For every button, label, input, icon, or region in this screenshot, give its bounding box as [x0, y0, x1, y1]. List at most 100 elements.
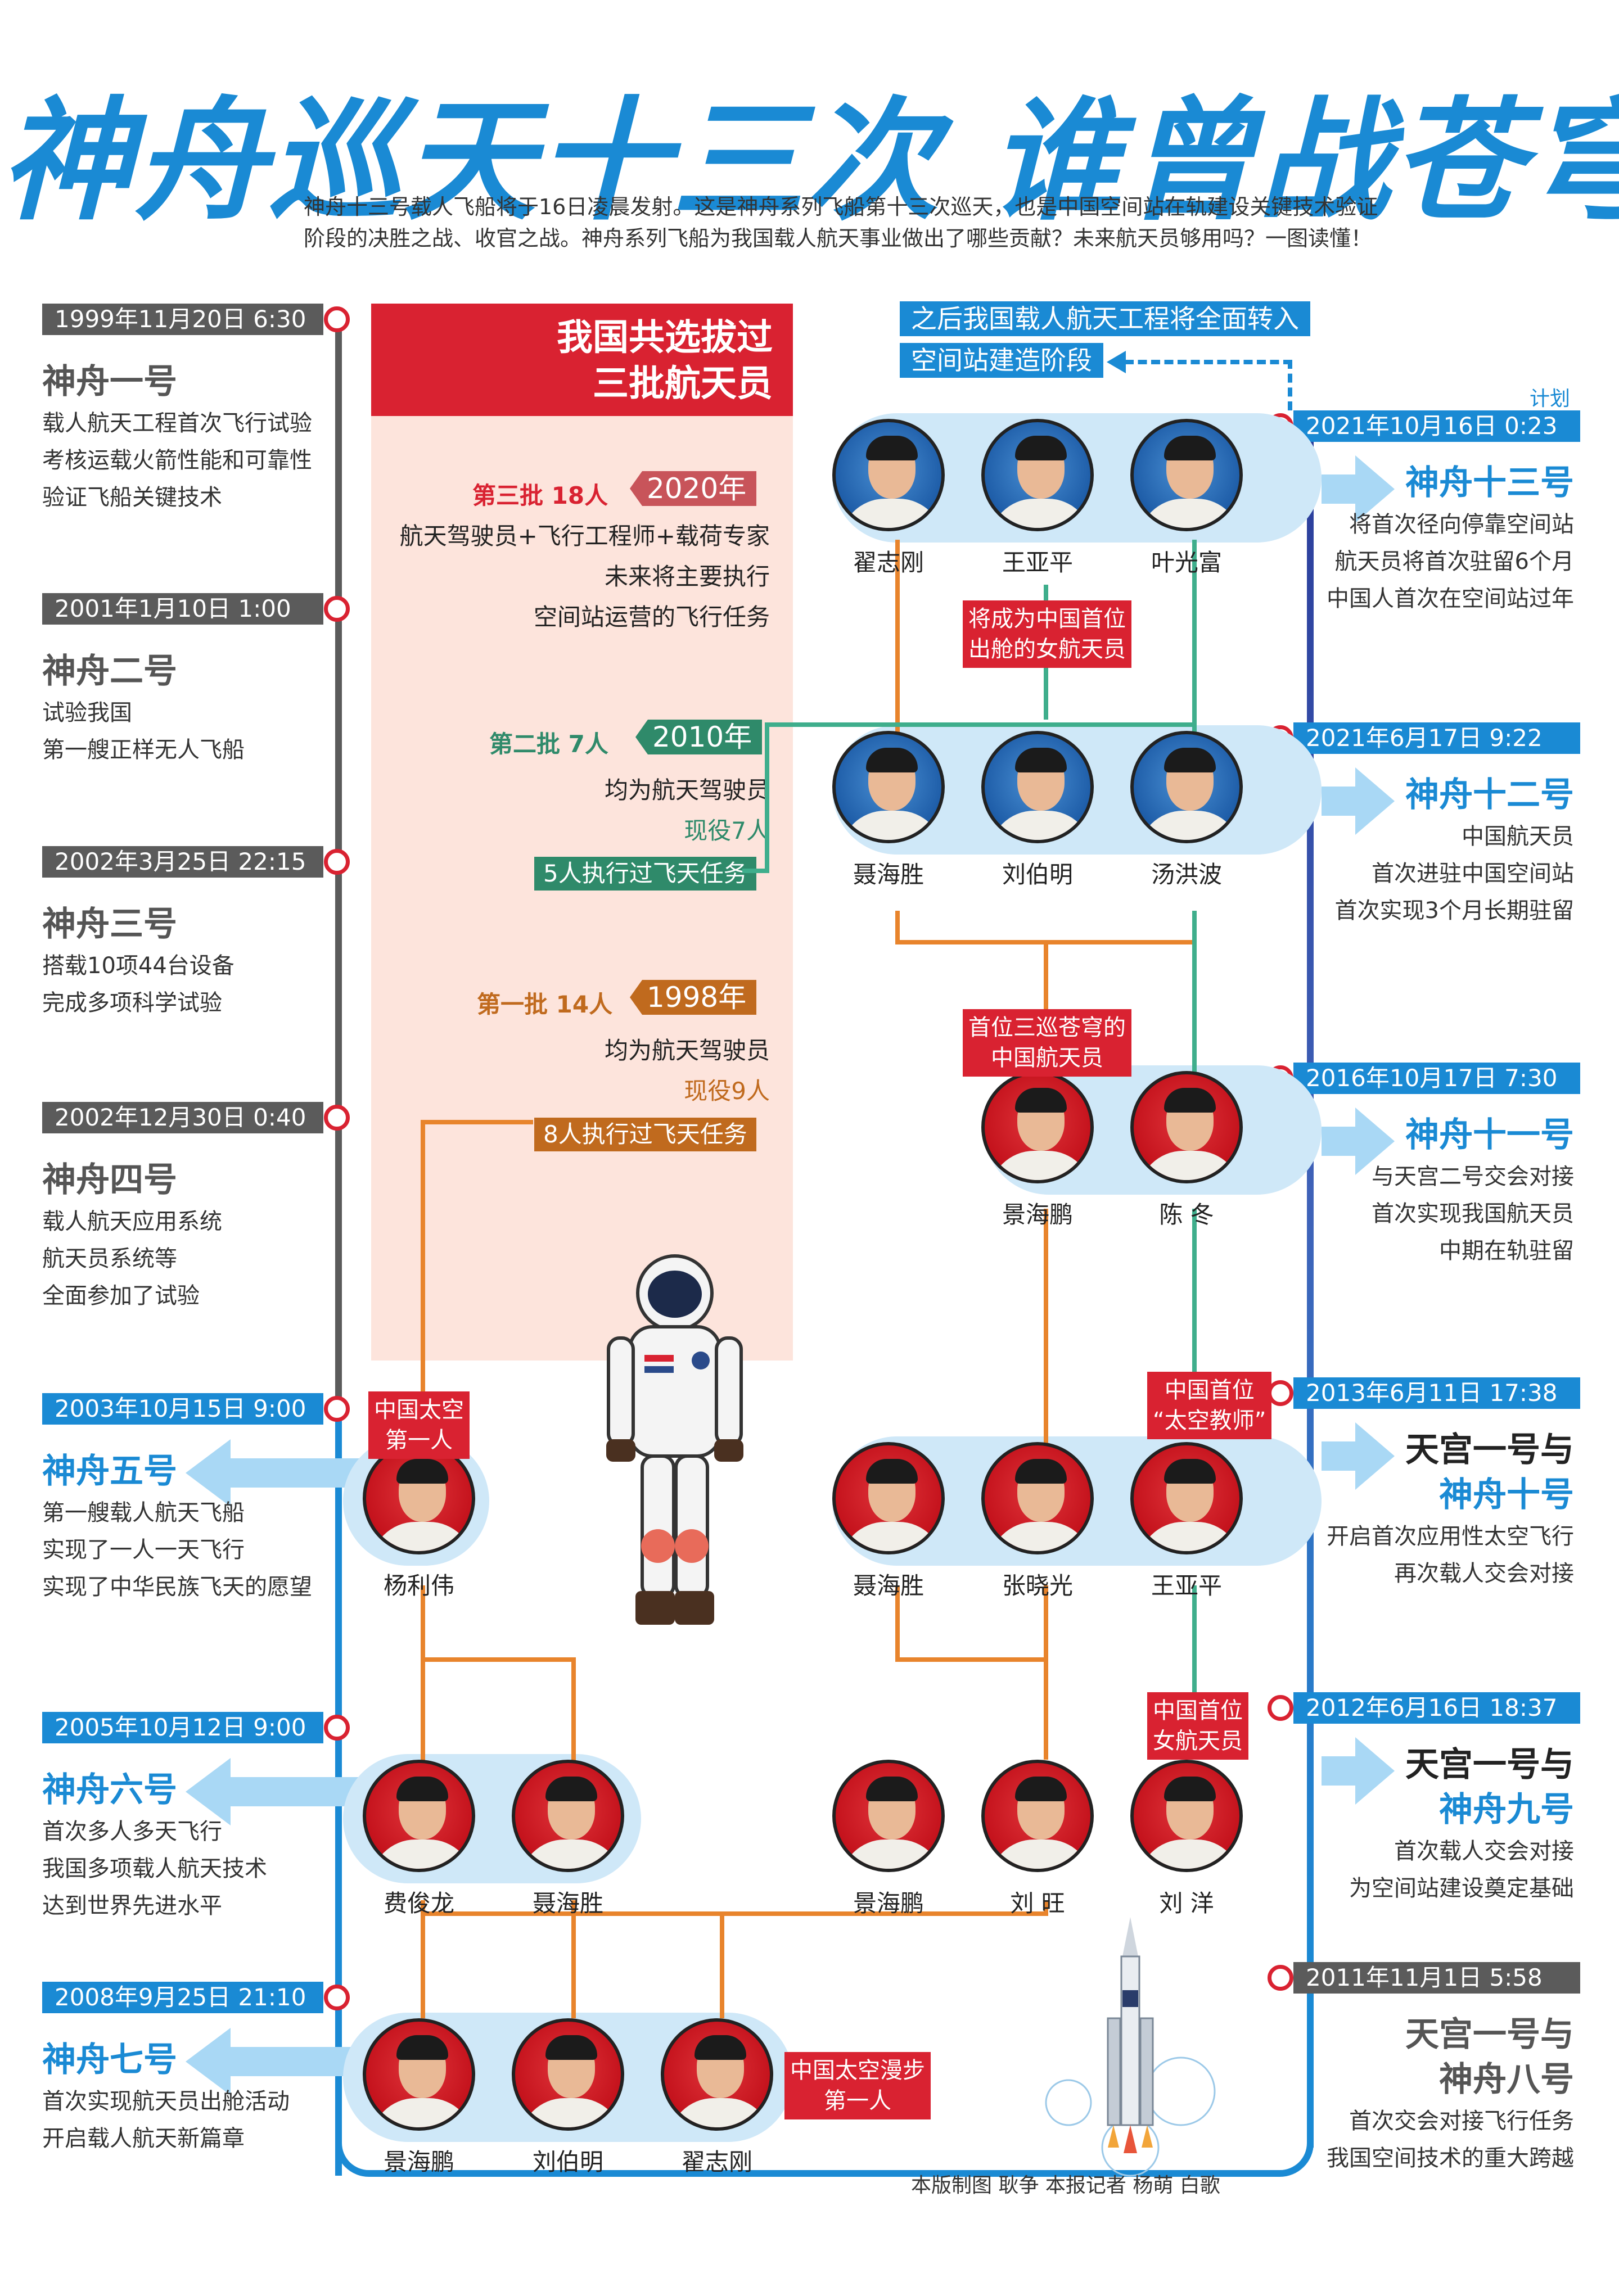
mission-desc-line: 首次多人多天飞行 — [42, 1819, 222, 1845]
astronaut-portrait — [832, 731, 945, 843]
mission-desc-line: 试验我国 — [42, 700, 132, 726]
mission-name-prefix: 天宫一号与 — [1405, 1745, 1574, 1784]
mission-desc: 中国航天员首次进驻中国空间站首次实现3个月长期驻留 — [1335, 818, 1574, 929]
mission-desc: 与天宫二号交会对接首次实现我国航天员中期在轨驻留 — [1372, 1158, 1574, 1269]
portrait-hair — [396, 1459, 448, 1484]
astronaut-name: 刘伯明 — [1002, 861, 1073, 888]
batch3-line: 空间站运营的飞行任务 — [533, 603, 770, 631]
batch2-label: 第二批 7人 — [489, 730, 608, 758]
portrait-suit — [1138, 499, 1239, 528]
astronaut-name: 景海鹏 — [383, 2148, 454, 2176]
connector-line — [421, 1900, 425, 2018]
astronaut-portrait — [363, 1760, 475, 1872]
callout-label: 将成为中国首位出舱的女航天员 — [963, 600, 1131, 668]
credit-line: 本版制图 耿争 本报记者 杨萌 白歌 — [911, 2174, 1220, 2197]
mission-desc-line: 第一艘载人航天飞船 — [42, 1500, 245, 1526]
mission-desc-line: 中期在轨驻留 — [1439, 1238, 1574, 1264]
batch1-line: 均为航天驾驶员 — [604, 1037, 770, 1064]
callout-label: 中国首位女航天员 — [1147, 1692, 1248, 1760]
connector-line — [895, 911, 900, 944]
astronaut-name: 刘 洋 — [1159, 1890, 1214, 1917]
connector-line — [421, 1911, 1046, 1916]
timeline-dot — [324, 1105, 350, 1131]
mission-desc-line: 航天员将首次驻留6个月 — [1334, 549, 1574, 575]
portrait-suit — [840, 1522, 941, 1551]
callout-line: 第一人 — [385, 1427, 453, 1453]
portrait-suit — [989, 499, 1090, 528]
mission-desc-line: 首次交会对接飞行任务 — [1349, 2108, 1574, 2134]
connector-line — [765, 722, 769, 869]
mission-name: 神舟三号 — [42, 905, 177, 944]
mission-arrow-left — [186, 1758, 366, 1825]
mission-desc: 首次实现航天员出舱活动开启载人航天新篇章 — [42, 2083, 290, 2157]
mission-desc-line: 首次实现我国航天员 — [1372, 1201, 1574, 1227]
connector-line — [421, 1120, 425, 1457]
callout-label: 中国首位“太空教师” — [1147, 1372, 1272, 1439]
mission-arrow-right — [1322, 1108, 1395, 1175]
connector-line — [1044, 1209, 1048, 1445]
portrait-hair — [396, 2035, 448, 2060]
mission-date: 2021年6月17日 9:22 — [1293, 722, 1580, 754]
portrait-suit — [840, 811, 941, 840]
portrait-suit — [520, 1839, 621, 1869]
mission-desc-line: 完成多项科学试验 — [42, 990, 222, 1016]
mission-name: 神舟六号 — [42, 1770, 177, 1810]
mission-desc-line: 为空间站建设奠定基础 — [1349, 1875, 1574, 1901]
portrait-hair — [866, 1777, 918, 1801]
astronaut-portrait — [981, 419, 1094, 531]
portrait-hair — [1164, 436, 1216, 460]
connector-line — [765, 722, 1192, 727]
mission-name: 神舟十三号 — [1405, 463, 1574, 503]
timeline-dot — [1268, 1695, 1293, 1721]
batch1-year: 1998年 — [630, 980, 757, 1015]
future-note-line2: 空间站建造阶段 — [900, 343, 1103, 378]
batch1-line: 现役9人 — [684, 1077, 770, 1105]
batch2-line: 均为航天驾驶员 — [604, 776, 770, 804]
mission-desc: 试验我国第一艘正样无人飞船 — [42, 694, 245, 769]
connector-line — [1044, 940, 1048, 1013]
portrait-suit — [520, 2098, 621, 2127]
mission-desc-line: 我国空间技术的重大跨越 — [1327, 2145, 1574, 2171]
astronaut-name: 费俊龙 — [383, 1890, 454, 1917]
future-dashed-arrow — [1125, 360, 1292, 410]
astronaut-name: 陈 冬 — [1159, 1201, 1214, 1228]
callout-line: 中国首位 — [1153, 1698, 1243, 1724]
astronaut-portrait — [363, 1442, 475, 1554]
batch1-label: 第一批 14人 — [477, 991, 613, 1018]
mission-date: 2008年9月25日 21:10 — [42, 1982, 323, 2013]
portrait-suit — [1138, 811, 1239, 840]
mission-desc-line: 我国多项载人航天技术 — [42, 1856, 267, 1882]
callout-label: 中国太空第一人 — [368, 1391, 470, 1459]
mission-desc-line: 首次进驻中国空间站 — [1372, 861, 1574, 887]
mission-desc-line: 与天宫二号交会对接 — [1372, 1164, 1574, 1190]
callout-line: 女航天员 — [1153, 1728, 1243, 1754]
mission-date: 2013年6月11日 17:38 — [1293, 1377, 1580, 1409]
mission-desc: 第一艘载人航天飞船实现了一人一天飞行实现了中华民族飞天的愿望 — [42, 1494, 312, 1606]
callout-line: 中国太空 — [374, 1397, 464, 1423]
timeline-dot — [324, 596, 350, 622]
callout-line: 中国航天员 — [991, 1045, 1103, 1071]
portrait-suit — [371, 1839, 472, 1869]
mission-arrow-right — [1322, 767, 1395, 835]
mission-desc-line: 航天员系统等 — [42, 1246, 177, 1272]
astronaut-name: 王亚平 — [1002, 549, 1073, 576]
connector-line — [1192, 911, 1197, 1096]
mission-desc: 首次交会对接飞行任务我国空间技术的重大跨越 — [1327, 2103, 1574, 2177]
mission-name: 神舟八号 — [1439, 2060, 1574, 2099]
callout-line: 第一人 — [824, 2088, 891, 2114]
mission-desc: 载人航天应用系统航天员系统等全面参加了试验 — [42, 1203, 222, 1314]
mission-desc-line: 实现了一人一天飞行 — [42, 1537, 245, 1563]
connector-line — [571, 1657, 576, 1764]
mission-date: 2011年11月1日 5:58 — [1293, 1962, 1580, 1994]
callout-label: 首位三巡苍穹的中国航天员 — [963, 1009, 1131, 1077]
portrait-hair — [1015, 748, 1067, 772]
portrait-hair — [866, 748, 918, 772]
panel-title-line2: 三批航天员 — [593, 363, 773, 405]
mission-arrow-right — [1322, 455, 1395, 523]
astronaut-portrait — [832, 1760, 945, 1872]
astronaut-name: 汤洪波 — [1151, 861, 1222, 888]
astronaut-name: 杨利伟 — [383, 1572, 454, 1599]
portrait-suit — [371, 2098, 472, 2127]
portrait-hair — [1015, 1088, 1067, 1113]
portrait-suit — [1138, 1522, 1239, 1551]
